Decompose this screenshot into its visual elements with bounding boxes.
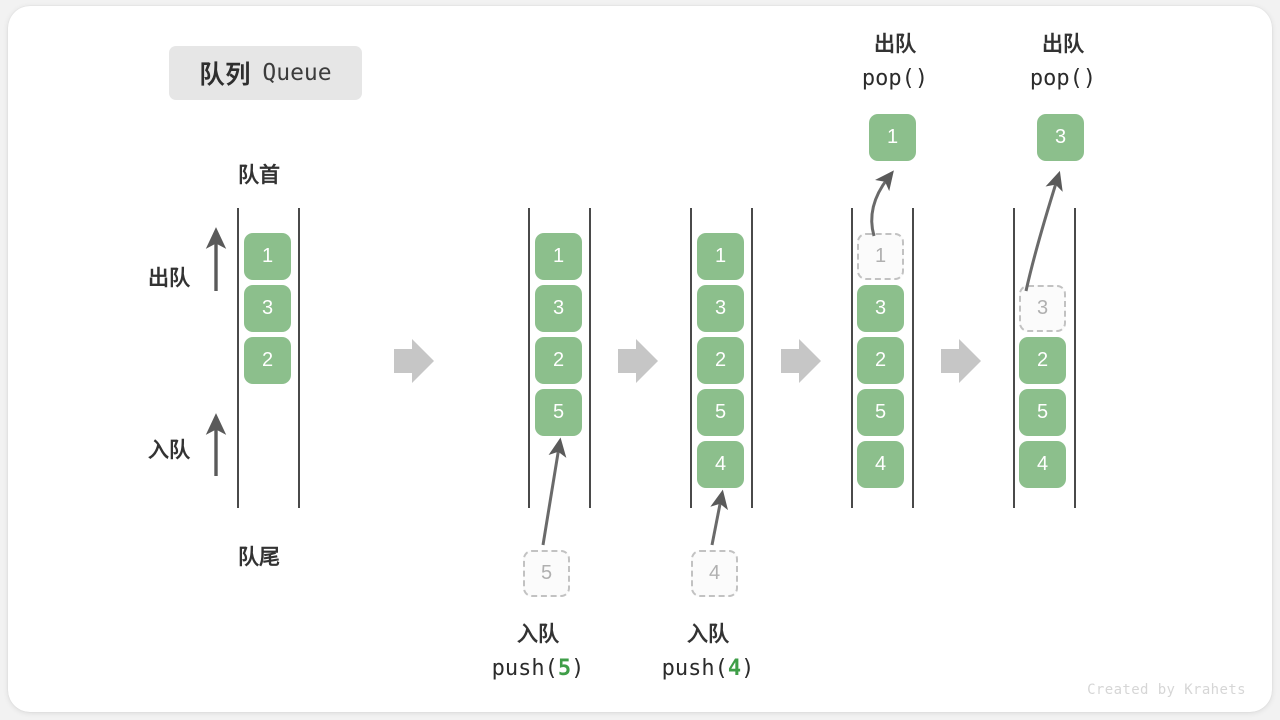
- label-queue-rear: 队尾: [238, 546, 280, 569]
- removed-ghost-cell: 1: [857, 233, 904, 280]
- rail-left: [851, 208, 853, 508]
- white-card: [8, 6, 1272, 712]
- queue-cell: 1: [244, 233, 291, 280]
- fn-suffix: ): [914, 66, 929, 91]
- queue-cell: 3: [244, 285, 291, 332]
- rail-left: [237, 208, 239, 508]
- caption-operation-fn: push(4): [613, 652, 803, 686]
- removed-ghost-cell: 3: [1019, 285, 1066, 332]
- fn-prefix: push(: [661, 656, 728, 681]
- fn-arg: 4: [727, 656, 742, 681]
- title-english: Queue: [262, 60, 332, 86]
- rail-right: [1074, 208, 1076, 508]
- caption-operation-cn: 出队: [874, 33, 916, 56]
- caption-operation-cn: 入队: [517, 623, 559, 646]
- label-dequeue-side: 出队: [148, 267, 190, 290]
- caption-pop-1: 出队 pop(): [820, 28, 970, 96]
- queue-cell: 4: [857, 441, 904, 488]
- rail-right: [589, 208, 591, 508]
- caption-pop-3: 出队 pop(): [988, 28, 1138, 96]
- queue-cell: 2: [857, 337, 904, 384]
- rail-left: [528, 208, 530, 508]
- caption-push-5: 入队 push(5): [443, 618, 633, 686]
- caption-operation-fn: pop(): [988, 62, 1138, 96]
- caption-operation-fn: push(5): [443, 652, 633, 686]
- popped-cell: 1: [869, 114, 916, 161]
- caption-operation-fn: pop(): [820, 62, 970, 96]
- queue-cell: 3: [857, 285, 904, 332]
- title-badge: 队列 Queue: [169, 46, 362, 100]
- label-enqueue-side: 入队: [148, 439, 190, 462]
- fn-prefix: pop(: [1029, 66, 1083, 91]
- watermark: Created by Krahets: [1087, 682, 1246, 698]
- incoming-ghost-cell: 5: [523, 550, 570, 597]
- fn-suffix: ): [571, 656, 585, 681]
- queue-cell: 2: [535, 337, 582, 384]
- caption-push-4: 入队 push(4): [613, 618, 803, 686]
- caption-operation-cn: 出队: [1042, 33, 1084, 56]
- queue-cell: 5: [697, 389, 744, 436]
- queue-cell: 5: [1019, 389, 1066, 436]
- queue-cell: 3: [535, 285, 582, 332]
- rail-left: [690, 208, 692, 508]
- fn-arg: 5: [557, 656, 572, 681]
- queue-cell: 2: [697, 337, 744, 384]
- rail-right: [912, 208, 914, 508]
- queue-cell: 3: [697, 285, 744, 332]
- fn-suffix: ): [741, 656, 755, 681]
- title-chinese: 队列: [199, 61, 252, 89]
- queue-cell: 4: [1019, 441, 1066, 488]
- caption-operation-cn: 入队: [687, 623, 729, 646]
- queue-cell: 1: [535, 233, 582, 280]
- queue-cell: 1: [697, 233, 744, 280]
- queue-cell: 4: [697, 441, 744, 488]
- label-queue-front: 队首: [238, 164, 280, 187]
- rail-right: [751, 208, 753, 508]
- popped-cell: 3: [1037, 114, 1084, 161]
- rail-left: [1013, 208, 1015, 508]
- incoming-ghost-cell: 4: [691, 550, 738, 597]
- rail-right: [298, 208, 300, 508]
- fn-prefix: push(: [491, 656, 558, 681]
- fn-prefix: pop(: [861, 66, 915, 91]
- queue-cell: 2: [1019, 337, 1066, 384]
- queue-cell: 5: [535, 389, 582, 436]
- fn-suffix: ): [1082, 66, 1097, 91]
- queue-cell: 5: [857, 389, 904, 436]
- queue-cell: 2: [244, 337, 291, 384]
